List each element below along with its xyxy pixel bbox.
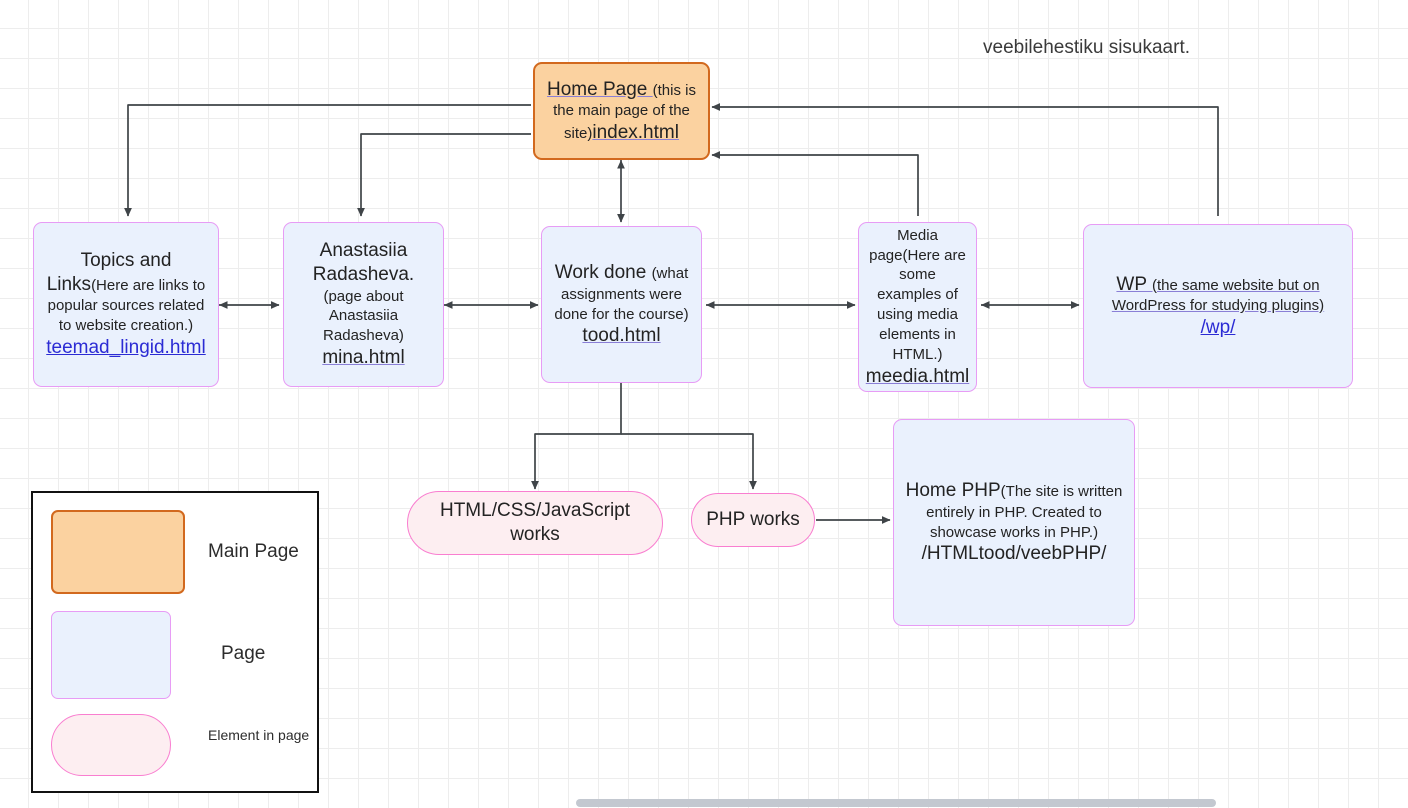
node-home-php-desc: (The site is written entirely in PHP. Cr…: [926, 483, 1123, 541]
node-topics-desc: (Here are links to popular sources relat…: [47, 276, 206, 335]
node-home-page-desc: (this is the main page of the site): [553, 81, 696, 142]
node-php-works-label: PHP works: [706, 509, 800, 531]
diagram-caption: veebilehestiku sisukaart.: [983, 37, 1190, 58]
node-about-title: Anastasiia Radasheva.: [312, 240, 415, 285]
node-home-php-title: Home PHP: [905, 480, 1001, 502]
legend-label-element-in-page: Element in page: [208, 727, 310, 743]
node-html-css-js-works[interactable]: HTML/CSS/JavaScript works: [407, 491, 663, 555]
node-wp-desc: (the same website but on WordPress for s…: [1111, 276, 1325, 315]
node-media-desc: (Here are some examples of using media e…: [877, 246, 966, 363]
legend-label-main-page: Main Page: [208, 541, 299, 562]
node-html-css-js-works-label: HTML/CSS/JavaScript works: [439, 500, 631, 545]
node-topics-link[interactable]: teemad_lingid.html: [46, 337, 206, 359]
legend-swatch-main-page: [51, 510, 185, 594]
node-media-link[interactable]: meedia.html: [865, 365, 970, 387]
node-wp-title: WP: [1116, 273, 1152, 295]
node-wp[interactable]: WP (the same website but on WordPress fo…: [1083, 224, 1353, 388]
node-work-done[interactable]: Work done (what assignments were done fo…: [541, 226, 702, 383]
node-home-php[interactable]: Home PHP(The site is written entirely in…: [893, 419, 1135, 626]
node-about-desc: (page about Anastasiia Radasheva): [323, 287, 404, 345]
node-about-link[interactable]: mina.html: [322, 347, 405, 369]
node-media-page[interactable]: Media page(Here are some examples of usi…: [858, 222, 977, 392]
node-home-page-link[interactable]: index.html: [592, 121, 679, 143]
legend-swatch-element-in-page: [51, 714, 171, 776]
node-work-title: Work done: [554, 262, 652, 284]
legend-label-page: Page: [221, 643, 266, 664]
node-about-anastasiia[interactable]: Anastasiia Radasheva. (page about Anasta…: [283, 222, 444, 387]
node-media-title: Media page: [869, 226, 938, 264]
node-php-works[interactable]: PHP works: [691, 493, 815, 547]
legend-box: Main Page Page Element in page: [31, 491, 319, 793]
node-work-link[interactable]: tood.html: [582, 325, 661, 347]
node-home-php-link[interactable]: /HTMLtood/veebPHP/: [921, 543, 1107, 565]
node-home-page[interactable]: Home Page (this is the main page of the …: [533, 62, 710, 160]
legend-swatch-page: [51, 611, 171, 699]
node-wp-link[interactable]: /wp/: [1200, 316, 1236, 338]
node-topics-title: Topics and Links: [46, 250, 172, 295]
node-home-page-title: Home Page: [547, 78, 653, 100]
node-work-desc: (what assignments were done for the cour…: [554, 265, 689, 323]
horizontal-scrollbar[interactable]: [0, 798, 1408, 808]
node-topics-and-links[interactable]: Topics and Links(Here are links to popul…: [33, 222, 219, 387]
scrollbar-thumb[interactable]: [576, 799, 1216, 807]
